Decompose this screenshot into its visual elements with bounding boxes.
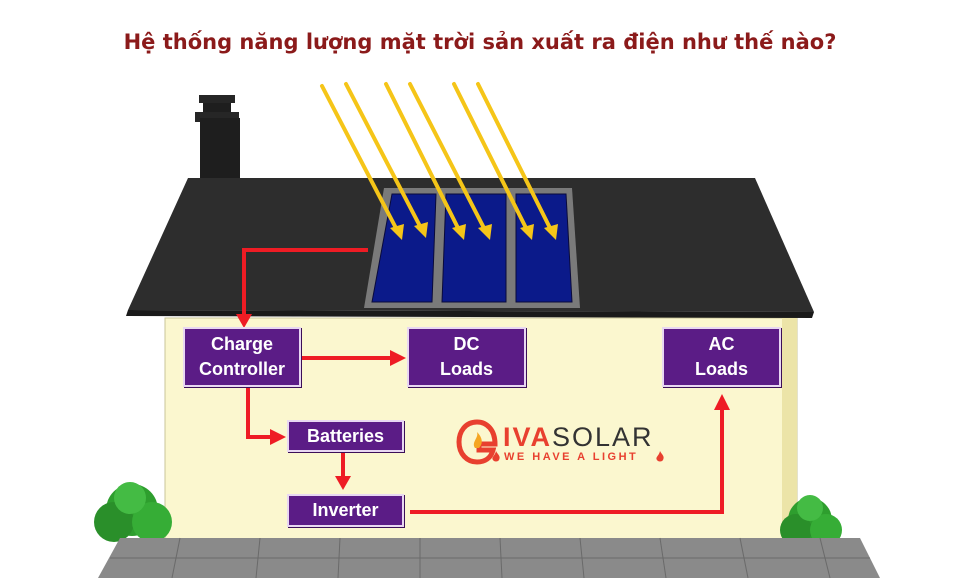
logo-tagline: WE HAVE A LIGHT bbox=[504, 451, 639, 463]
ac-loads-box: AC Loads bbox=[662, 327, 781, 387]
power-flow-arrows bbox=[242, 248, 724, 514]
sun-ray-arrowheads bbox=[390, 222, 558, 240]
givasolar-logo: IVASOLAR WE HAVE A LIGHT bbox=[455, 418, 675, 468]
inverter-box: Inverter bbox=[287, 494, 404, 527]
bush-icon bbox=[94, 482, 172, 542]
page-title: Hệ thống năng lượng mặt trời sản xuất ra… bbox=[123, 30, 837, 54]
logo-solar-text: SOLAR bbox=[552, 422, 654, 452]
flame-icon bbox=[656, 451, 664, 462]
flame-icon bbox=[492, 451, 500, 462]
sidewalk-tiles bbox=[110, 537, 870, 578]
batteries-box: Batteries bbox=[287, 420, 404, 452]
roof-edge bbox=[126, 310, 814, 318]
charge-controller-box: Charge Controller bbox=[183, 327, 301, 387]
chimney-icon bbox=[195, 95, 240, 178]
dc-loads-box: DC Loads bbox=[407, 327, 526, 387]
logo-wordmark: IVASOLAR bbox=[503, 422, 654, 453]
power-flow-arrowheads bbox=[236, 314, 730, 490]
house-wall-shade bbox=[782, 318, 797, 540]
sun-ray-icon bbox=[320, 82, 554, 234]
logo-iva-text: IVA bbox=[503, 422, 553, 452]
logo-g-flame-icon bbox=[456, 419, 498, 465]
